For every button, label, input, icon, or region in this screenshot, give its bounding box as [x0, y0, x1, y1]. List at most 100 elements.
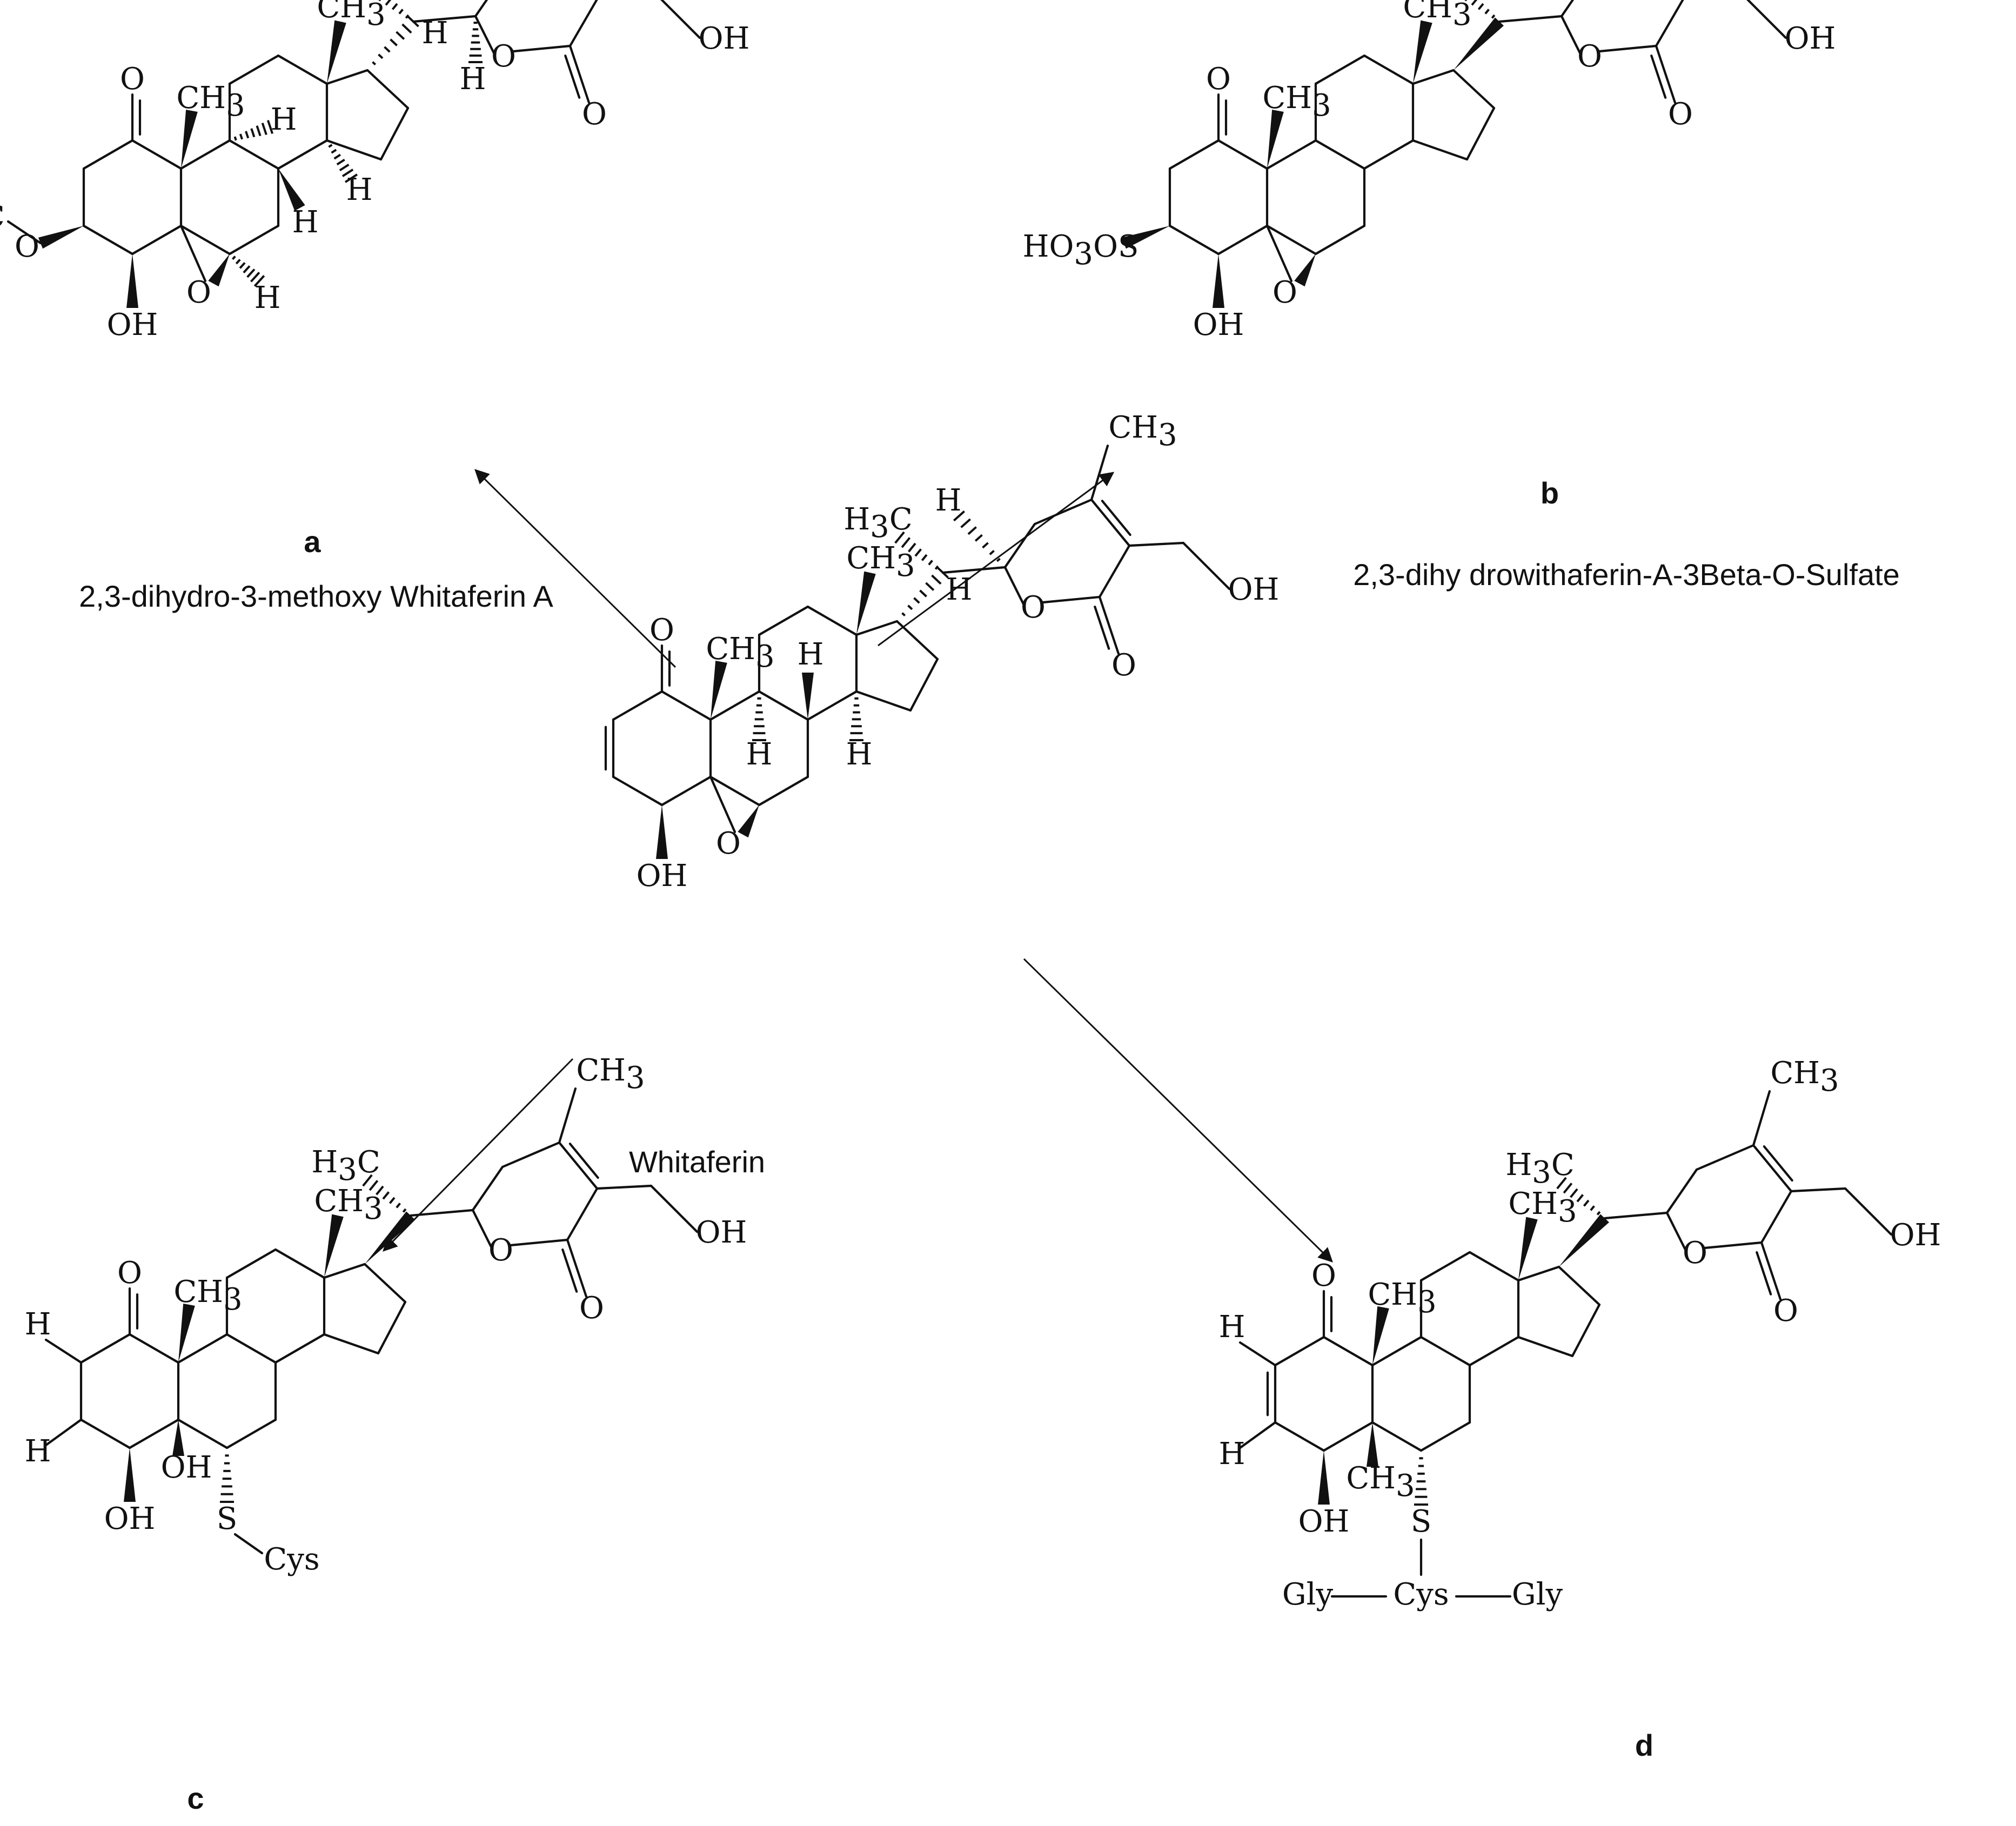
- molecule-b: OCH3CH3H3CCH3OHOOOHOHO3OS: [1023, 0, 1836, 343]
- hash-line: [907, 605, 913, 610]
- bond: [1274, 1421, 1325, 1452]
- methyl-19: CH3: [1368, 1277, 1436, 1320]
- double-bond-line: [1650, 54, 1667, 99]
- bond: [82, 139, 134, 170]
- name-whitaferin: Whitaferin: [629, 1145, 765, 1179]
- arrow-to-a: [474, 469, 677, 668]
- atom-text: H: [254, 280, 281, 315]
- bond: [277, 139, 329, 170]
- bond: [325, 139, 383, 161]
- hl1: H: [935, 483, 962, 518]
- hash-line: [390, 38, 398, 46]
- hydroxymethyl-oh: OH: [699, 21, 750, 56]
- atom-text: H: [311, 1145, 338, 1180]
- bond: [323, 1333, 380, 1355]
- atom-text: 3: [1074, 237, 1093, 272]
- hash-line: [239, 262, 246, 269]
- hash-line: [336, 158, 345, 166]
- hash-line: [331, 149, 337, 154]
- bond: [1363, 54, 1415, 85]
- hash-line: [369, 1180, 379, 1191]
- atom-text: 3: [1820, 1063, 1839, 1098]
- hash-line: [1477, 3, 1484, 10]
- atom-text: O: [491, 39, 516, 74]
- bond: [1090, 444, 1109, 501]
- bond: [82, 224, 134, 256]
- bond: [649, 1184, 699, 1233]
- methyl-18-wedge: [856, 571, 876, 635]
- epoxide-o: O: [1272, 275, 1297, 310]
- lactone-carbonyl-o: O: [579, 1291, 604, 1326]
- atom-text: O: [649, 613, 674, 648]
- methyl-5: CH3: [1346, 1461, 1415, 1503]
- h14: H: [346, 172, 373, 207]
- bond: [501, 1141, 561, 1169]
- arrow-to-d: [1023, 958, 1333, 1263]
- bond: [412, 15, 477, 23]
- ketone-o: O: [1311, 1258, 1336, 1293]
- lactone-ring-o: O: [491, 39, 516, 74]
- ketone-o: O: [1206, 62, 1231, 97]
- bond: [1419, 1421, 1471, 1452]
- hash-line: [1583, 1199, 1590, 1207]
- h8: H: [292, 205, 319, 240]
- lactone-carbonyl: [1098, 595, 1120, 655]
- bond: [471, 1165, 504, 1212]
- hash-line: [333, 153, 341, 160]
- double-bond-line: [561, 1248, 578, 1293]
- bond: [1098, 544, 1131, 599]
- lactone-carbonyl-o: O: [1773, 1293, 1798, 1328]
- h9-hash: [752, 697, 766, 741]
- atom-text: Gly: [1282, 1577, 1334, 1612]
- epoxide-bond: [1265, 224, 1293, 283]
- s-cys-bond: [233, 1533, 264, 1555]
- methyl-5-wedge: [1367, 1422, 1378, 1467]
- methyl-19: CH3: [1262, 80, 1331, 123]
- atom-text: CH: [846, 541, 896, 576]
- atom-text: O: [1683, 1236, 1707, 1271]
- epoxide-wedge: [738, 805, 759, 838]
- atom-text: H: [346, 172, 373, 207]
- hash-line: [256, 125, 262, 137]
- atom-text: 3: [1452, 0, 1472, 32]
- atom-text: CH: [706, 632, 755, 667]
- hydroxymethyl-oh: OH: [696, 1215, 747, 1250]
- methyl-18-wedge: [1518, 1217, 1538, 1280]
- bond: [612, 690, 664, 721]
- label-d: d: [1635, 1728, 1653, 1762]
- ketone-o: O: [649, 613, 674, 648]
- double-bond-line: [568, 1143, 599, 1179]
- lactone-carbonyl: [566, 1238, 588, 1298]
- hash-line: [245, 131, 250, 139]
- hash-line: [396, 1203, 401, 1209]
- atom-text: HO: [1023, 229, 1074, 264]
- methyl-21-bond: [894, 531, 939, 570]
- hash-line: [901, 537, 911, 548]
- c17-c20-bond: [365, 1211, 415, 1264]
- bond: [758, 605, 809, 636]
- hash-line: [908, 542, 916, 553]
- methyl-21: H3C: [843, 502, 912, 545]
- hash-line: [378, 53, 384, 59]
- bond: [941, 566, 1007, 574]
- hash-line: [989, 549, 995, 555]
- hash-line: [328, 144, 333, 148]
- atom-text: H: [271, 102, 297, 137]
- hash-line: [250, 128, 256, 138]
- atom-text: CH: [314, 1184, 364, 1219]
- methoxy-wedge: [38, 226, 84, 249]
- atom-text: H: [798, 637, 824, 672]
- hash-line: [1471, 0, 1478, 6]
- atom-text: S: [217, 1501, 237, 1536]
- hydroxymethyl-oh: OH: [1785, 21, 1836, 56]
- hash-line: [1576, 1194, 1584, 1203]
- lactone-ring-o: O: [1021, 590, 1046, 625]
- bond: [1465, 106, 1496, 161]
- bond: [1274, 1335, 1325, 1367]
- hash-line: [913, 597, 920, 604]
- atom-text: 3: [1532, 1155, 1551, 1190]
- bond: [274, 1333, 326, 1364]
- h8: H: [798, 637, 824, 672]
- gly-right: Gly: [1512, 1577, 1563, 1612]
